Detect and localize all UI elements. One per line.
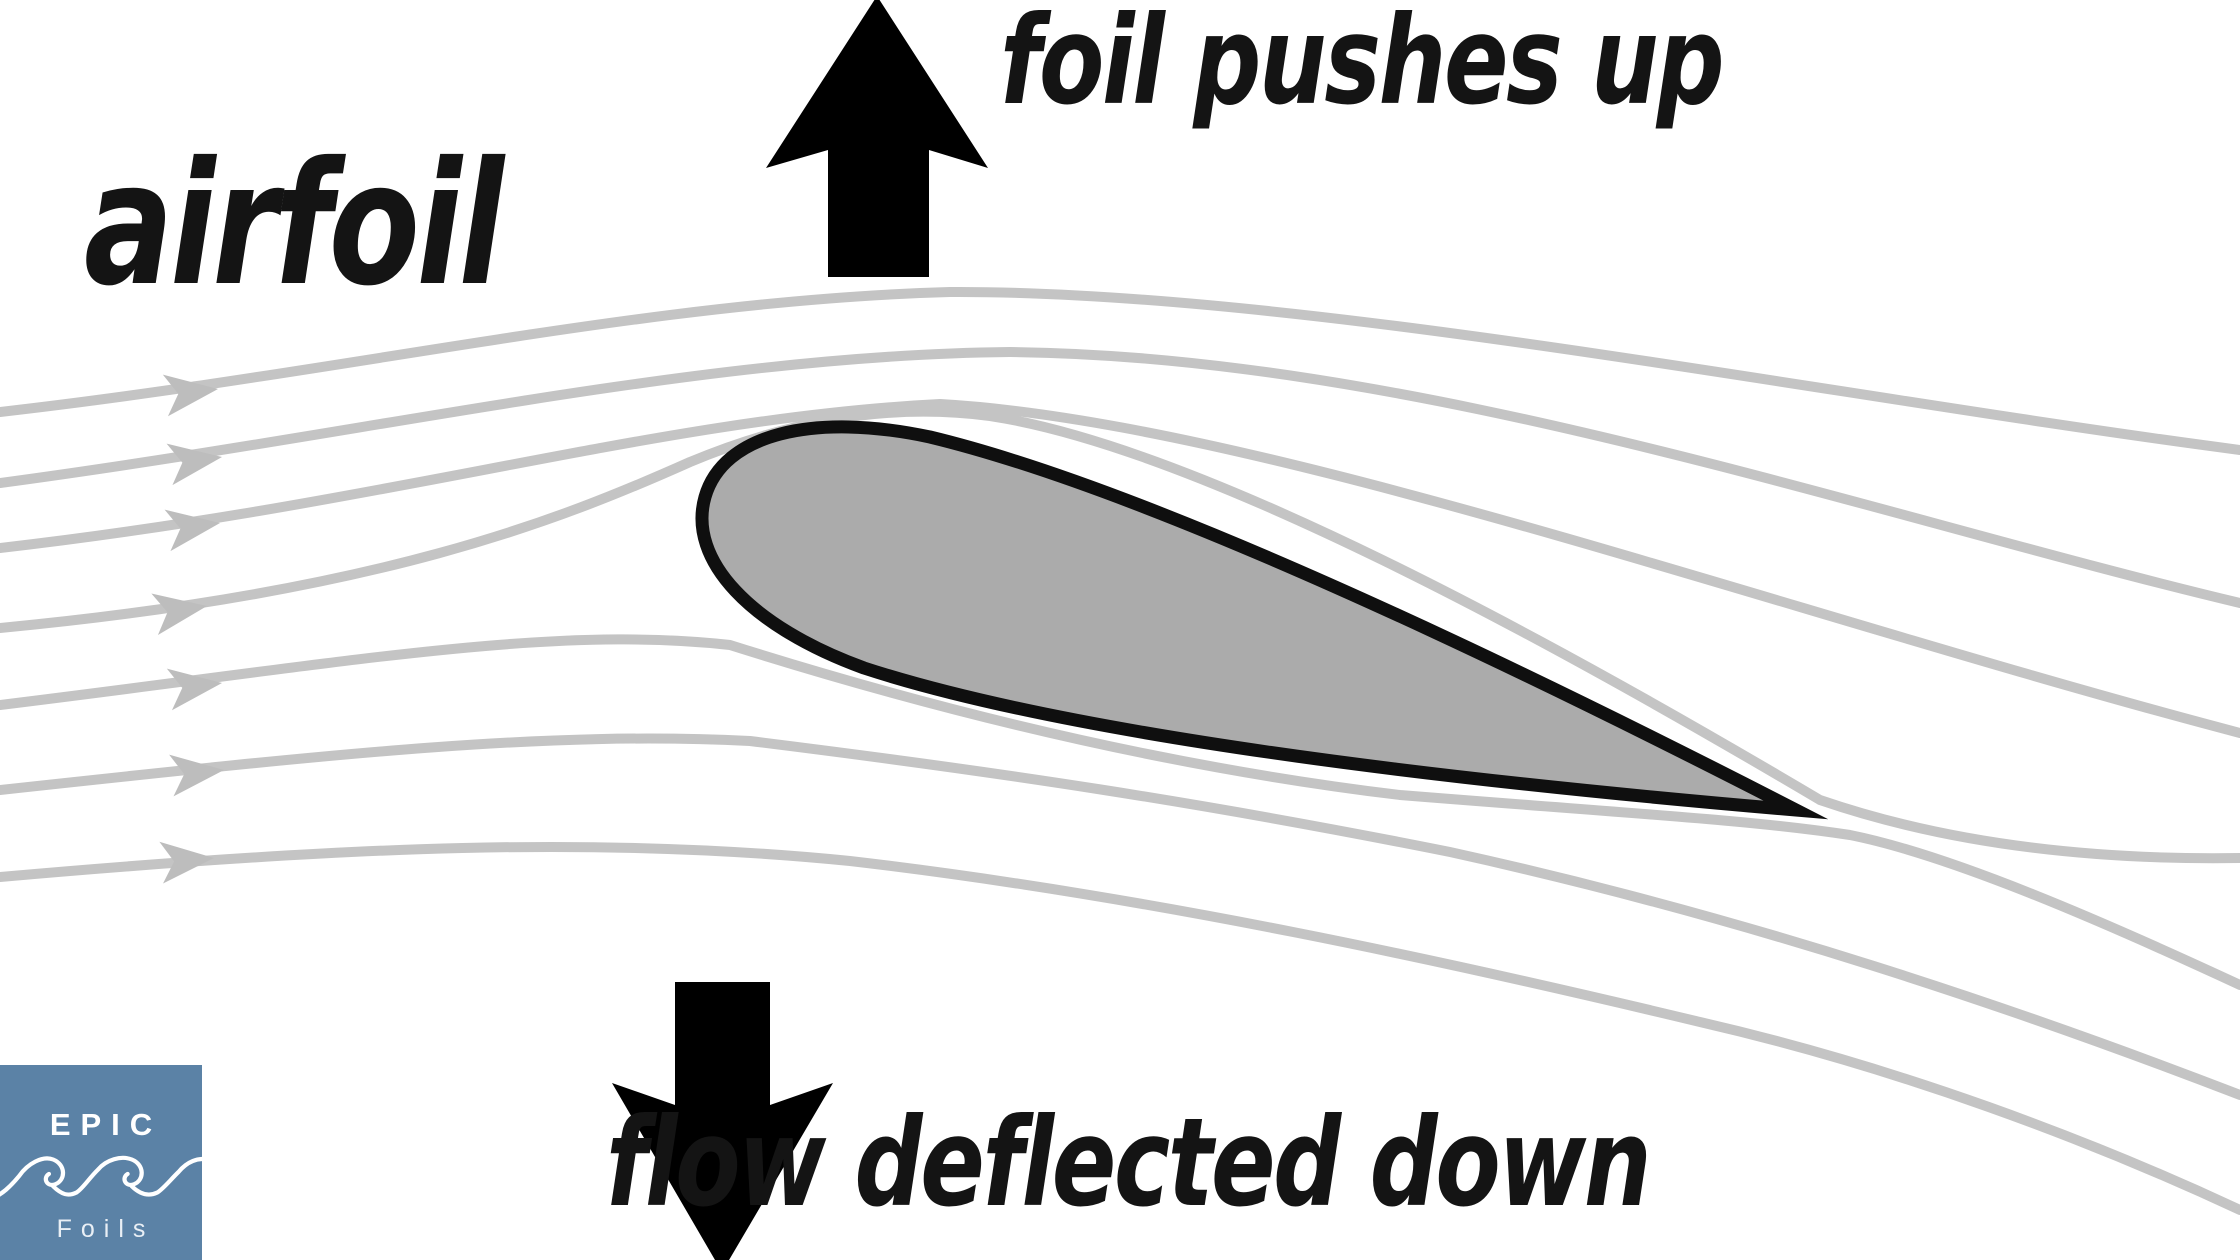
flow-arrowhead-icon (162, 374, 218, 417)
logo-brand-text: EPIC (49, 1107, 163, 1142)
streamline-7 (0, 841, 2240, 1215)
flow-arrowhead-icon (169, 754, 224, 797)
streamline-6 (0, 733, 2240, 1100)
wave-icon (0, 1155, 202, 1197)
downwash-label: flow deflected down (606, 1092, 1652, 1234)
logo-sub-text: Foils (56, 1215, 155, 1243)
airfoil-label: airfoil (84, 126, 504, 324)
epic-foils-logo: EPIC Foils (0, 1065, 202, 1260)
streamline-1 (0, 286, 2240, 455)
flow-arrowheads (151, 374, 224, 884)
streamline-4 (0, 406, 2240, 864)
streamline-2 (0, 346, 2240, 608)
streamline-3 (0, 398, 2240, 738)
flow-arrowhead-icon (159, 841, 214, 884)
flow-arrowhead-icon (151, 593, 207, 636)
up-arrow-icon (766, 0, 988, 277)
flow-arrowhead-icon (166, 668, 222, 711)
down-arrow-icon (612, 982, 833, 1260)
airfoil-shape (695, 420, 1829, 820)
flow-arrowhead-icon (164, 509, 220, 552)
lift-label: foil pushes up (1000, 0, 1725, 132)
flow-arrowhead-icon (166, 443, 222, 486)
streamlines (0, 286, 2240, 1215)
streamline-5 (0, 634, 2240, 990)
